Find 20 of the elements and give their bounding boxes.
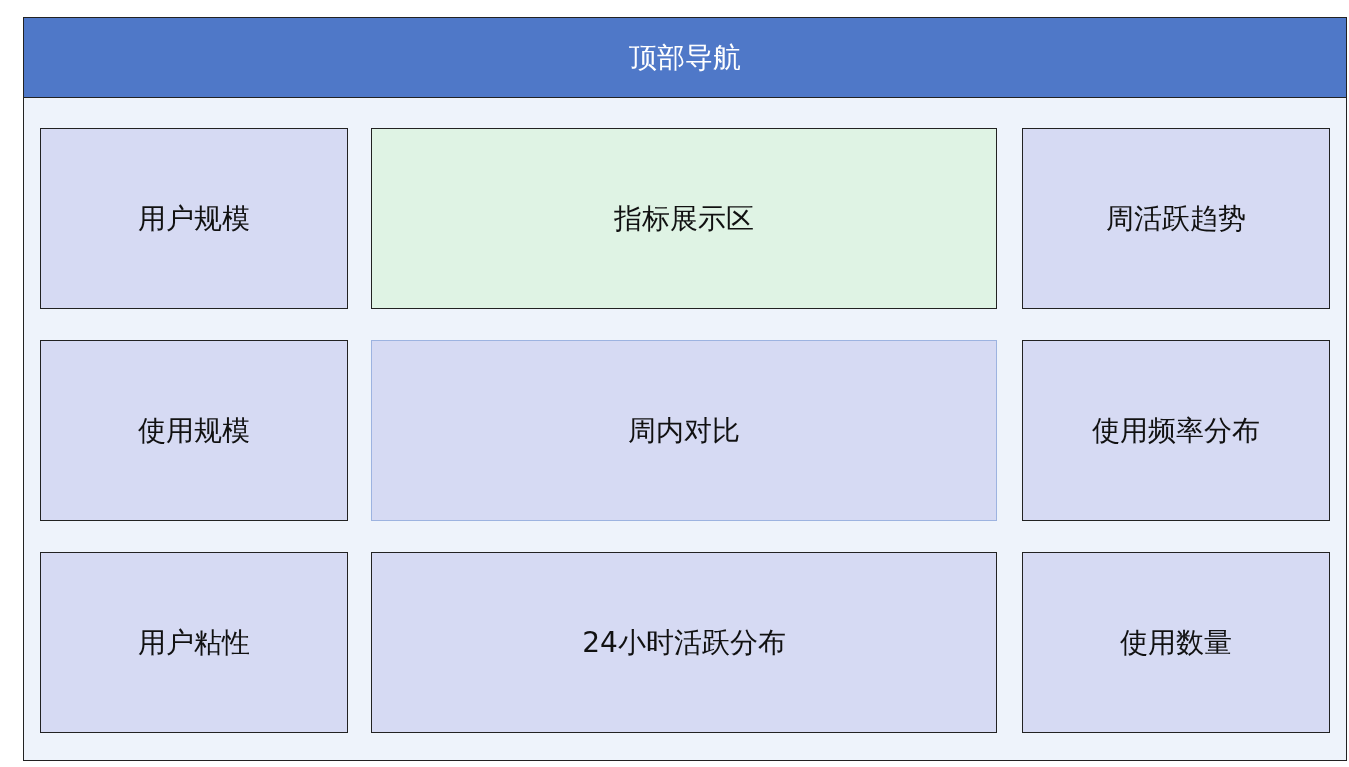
panel-label: 周内对比 <box>628 412 740 449</box>
panel-label: 24小时活跃分布 <box>582 624 786 661</box>
panel <box>40 128 348 309</box>
panel <box>371 128 997 309</box>
panel <box>1022 552 1330 733</box>
panel-label: 指标展示区 <box>614 200 754 237</box>
panel <box>40 340 348 521</box>
panel-label: 用户粘性 <box>138 624 250 661</box>
panel-label: 使用规模 <box>138 412 250 449</box>
panel-label: 使用频率分布 <box>1092 412 1260 449</box>
header-bar <box>23 17 1347 98</box>
panel <box>371 552 997 733</box>
panel-label: 使用数量 <box>1120 624 1232 661</box>
panel <box>1022 128 1330 309</box>
panel <box>40 552 348 733</box>
panel <box>371 340 997 521</box>
panel-label: 周活跃趋势 <box>1106 200 1246 237</box>
panel-label: 用户规模 <box>138 200 250 237</box>
panel <box>1022 340 1330 521</box>
header-title: 顶部导航 <box>629 39 741 76</box>
